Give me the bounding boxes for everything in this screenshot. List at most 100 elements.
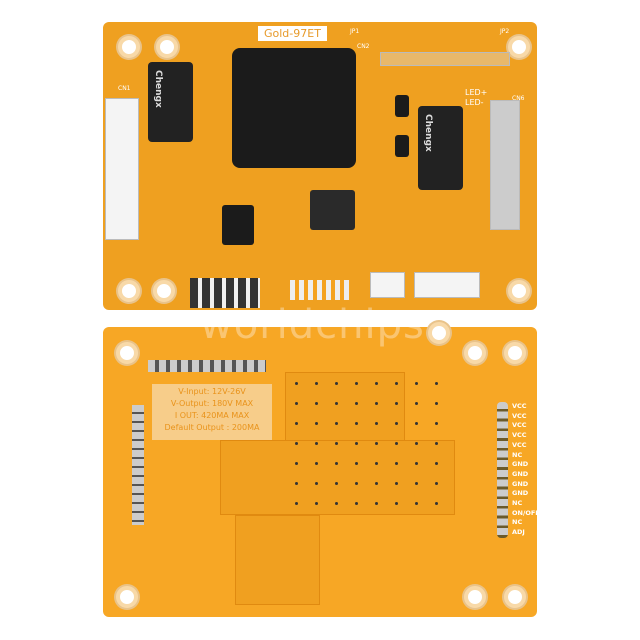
pin-header-cn6 bbox=[497, 402, 508, 538]
via bbox=[375, 482, 378, 485]
via bbox=[335, 382, 338, 385]
mount-hole bbox=[428, 322, 450, 344]
via bbox=[395, 502, 398, 505]
pin-label: VCC bbox=[512, 411, 527, 420]
via bbox=[395, 382, 398, 385]
via bbox=[295, 422, 298, 425]
via bbox=[375, 382, 378, 385]
via bbox=[435, 482, 438, 485]
cn6-label: CN6 bbox=[512, 95, 525, 102]
transformer bbox=[232, 48, 356, 168]
mosfet bbox=[310, 190, 355, 230]
led-connector bbox=[370, 272, 405, 298]
via bbox=[335, 462, 338, 465]
via bbox=[295, 402, 298, 405]
spec-label: V-Input: 12V-26V V-Output: 180V MAX I OU… bbox=[152, 384, 272, 440]
mount-hole bbox=[116, 342, 138, 364]
via bbox=[315, 502, 318, 505]
via bbox=[395, 422, 398, 425]
via bbox=[315, 462, 318, 465]
mount-hole bbox=[464, 342, 486, 364]
via bbox=[355, 462, 358, 465]
jp2-label: JP2 bbox=[500, 28, 510, 35]
via bbox=[395, 482, 398, 485]
via bbox=[295, 482, 298, 485]
watermark: worldchips bbox=[200, 302, 425, 348]
spec-line: I OUT: 420MA MAX bbox=[174, 411, 250, 420]
via bbox=[315, 422, 318, 425]
via bbox=[295, 442, 298, 445]
spec-line: Default Output : 200MA bbox=[164, 423, 260, 432]
via bbox=[435, 422, 438, 425]
via bbox=[375, 502, 378, 505]
via bbox=[375, 402, 378, 405]
via bbox=[335, 442, 338, 445]
via bbox=[355, 382, 358, 385]
pin-label: VCC bbox=[512, 440, 527, 449]
via bbox=[435, 442, 438, 445]
diode bbox=[395, 135, 409, 157]
via bbox=[315, 402, 318, 405]
via bbox=[295, 462, 298, 465]
via bbox=[415, 462, 418, 465]
spec-line: V-Output: 180V MAX bbox=[170, 399, 254, 408]
via bbox=[355, 482, 358, 485]
pin-label: GND bbox=[512, 479, 529, 488]
via bbox=[415, 482, 418, 485]
mount-hole bbox=[508, 36, 530, 58]
pin-label: GND bbox=[512, 489, 529, 498]
mount-hole bbox=[116, 586, 138, 608]
via bbox=[435, 502, 438, 505]
mount-hole bbox=[504, 342, 526, 364]
via bbox=[435, 462, 438, 465]
via bbox=[335, 422, 338, 425]
spec-line: V-Input: 12V-26V bbox=[178, 387, 246, 396]
cn1-label: CN1 bbox=[118, 85, 131, 92]
via bbox=[355, 502, 358, 505]
via bbox=[375, 422, 378, 425]
via bbox=[415, 402, 418, 405]
via bbox=[335, 502, 338, 505]
via bbox=[335, 402, 338, 405]
connector-cn2 bbox=[380, 52, 510, 66]
copper-pour bbox=[285, 372, 405, 442]
model-label: Gold-97ET bbox=[258, 26, 327, 41]
jp1-label: JP1 bbox=[350, 28, 360, 35]
via bbox=[315, 382, 318, 385]
pin-label: NC bbox=[512, 518, 523, 527]
connector-cn6 bbox=[490, 100, 520, 230]
led-minus-label: LED- bbox=[465, 98, 484, 107]
via bbox=[375, 442, 378, 445]
pin-label: VCC bbox=[512, 421, 527, 430]
cn2-label: CN2 bbox=[357, 43, 370, 50]
via bbox=[415, 422, 418, 425]
mount-hole bbox=[118, 36, 140, 58]
electrolytic-capacitor bbox=[418, 106, 463, 190]
via bbox=[315, 442, 318, 445]
via bbox=[355, 442, 358, 445]
via bbox=[395, 442, 398, 445]
pin-header-column bbox=[132, 405, 144, 525]
via bbox=[295, 502, 298, 505]
pin-label: VCC bbox=[512, 431, 527, 440]
via bbox=[355, 402, 358, 405]
mount-hole bbox=[464, 586, 486, 608]
pin-label: ON/OFF bbox=[512, 508, 540, 517]
via bbox=[295, 382, 298, 385]
via bbox=[395, 402, 398, 405]
via bbox=[435, 382, 438, 385]
mount-hole bbox=[118, 280, 140, 302]
capacitor-brand-text: Chengx bbox=[423, 114, 433, 152]
via bbox=[375, 462, 378, 465]
ic-chip bbox=[222, 205, 254, 245]
pin-label: GND bbox=[512, 469, 529, 478]
via bbox=[415, 382, 418, 385]
mount-hole bbox=[508, 280, 530, 302]
led-plus-label: LED+ bbox=[465, 88, 488, 97]
copper-pour bbox=[235, 515, 320, 605]
via bbox=[335, 482, 338, 485]
pin-header-row bbox=[148, 360, 266, 372]
via bbox=[355, 422, 358, 425]
capacitor-brand-text: Chengx bbox=[153, 70, 163, 108]
resistor-array bbox=[190, 278, 260, 308]
